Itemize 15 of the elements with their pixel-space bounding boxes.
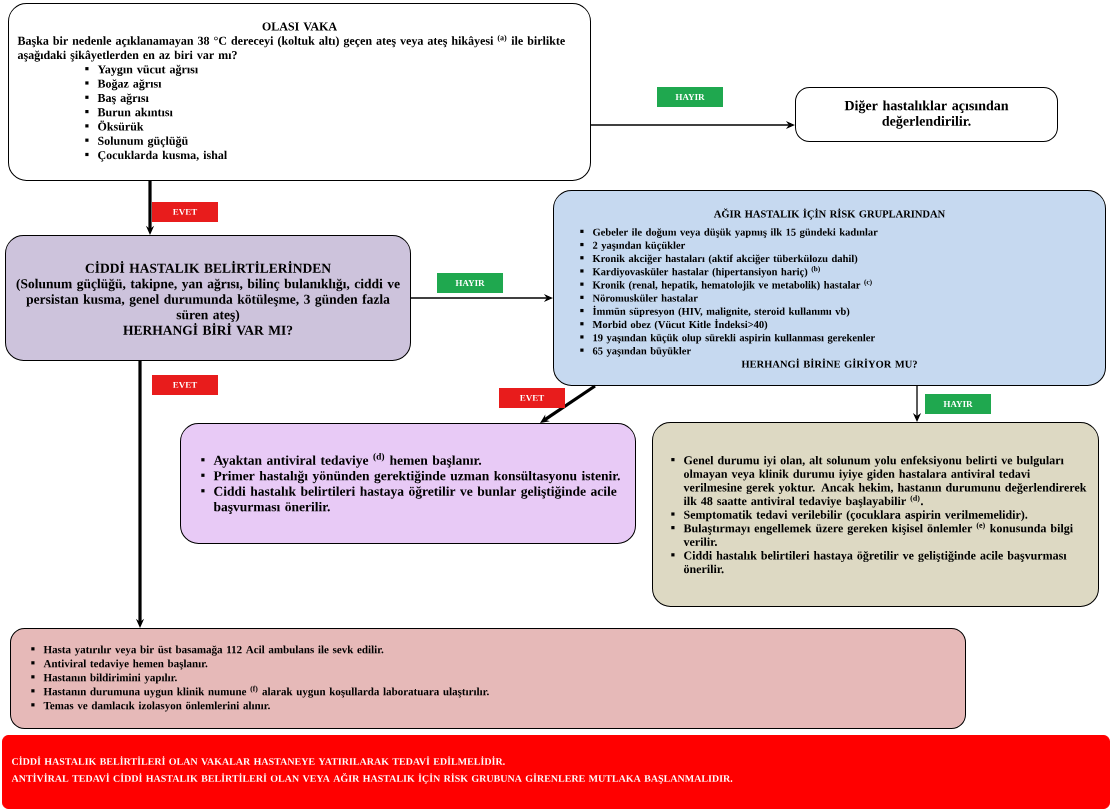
edge-label: HAYIR bbox=[437, 273, 503, 293]
arrow bbox=[540, 384, 596, 423]
process-box: Ayaktan antiviral tedaviye $^{(d)}$ hemen başlanır. Primer hastalığı yönünden gerektiğinde uzman konsültasyonu istenir. Ciddi hastalık belirtileri hastaya öğretilir ve bunlar geliştiğinde acile başvurması önerilir. bbox=[180, 423, 636, 544]
process-box: Diğer hastalıklar açısından değerlendirilir. bbox=[795, 87, 1058, 142]
edge-label: HAYIR bbox=[925, 394, 991, 414]
edge-label: EVET bbox=[499, 388, 565, 408]
edge-label: HAYIR bbox=[657, 87, 723, 107]
edge-label: EVET bbox=[152, 375, 218, 395]
decision-box: CİDDİ HASTALIK BELİRTİLERİNDEN (Solunum güçlüğü, takipne, yan ağrısı, bilinç bulanıklığı, ciddi ve persistan kusma, genel durumunda kötüleşme, 3 günden fazla süren ateş) HERHANGİ BİRİ VAR MI? bbox=[5, 235, 411, 361]
decision-box: AĞIR HASTALIK İÇİN RİSK GRUPLARINDAN Gebeler ile doğum veya düşük yapmış ilk 15 gündeki kadınlar 2 yaşından küçükler Kronik akciğer hastaları (aktif akciğer tüberkülozu dahil) Kardiyovasküler hastalar (hipertansiyon hariç) $^{(b)}$ Kronik (renal, hepatik, hematolojik ve metabolik) hastalar $^{(c)}$ Nöromusküler hastalar İmmün süpresyon (HIV, malignite, steroid kullanımı vb) Morbid obez (Vücut Kitle İndeksi>40) 19 yaşından küçük olup sürekli aspirin kullanması gerekenler 65 yaşından büyükler HERHANGİ BİRİNE GİRİYOR MU? bbox=[553, 190, 1106, 386]
decision-box: OLASI VAKA Başka bir nedenle açıklanamayan 38 °C dereceyi (koltuk altı) geçen ateş veya ateş hikâyesi $^{(a)}$ ile birlikte aşağıdaki şikâyetlerden en az biri var mı? Yaygın vücut ağrısı Boğaz ağrısı Baş ağrısı Burun akıntısı Öksürük Solunum güçlüğü Çocuklarda kusma, ishal bbox=[8, 3, 591, 181]
warning-banner: CİDDİ HASTALIK BELİRTİLERİ OLAN VAKALAR HASTANEYE YATIRILARAK TEDAVİ EDİLMELİDİR. ANTİVİRAL TEDAVİ CİDDİ HASTALIK BELİRTİLERİ OLAN VEYA AĞIR HASTALIK İÇİN RİSK GRUBUNA GİRENLERE MUTLAKA BAŞLANMALIDIR. bbox=[2, 735, 1110, 809]
edge-label: EVET bbox=[152, 202, 218, 222]
process-box: Genel durumu iyi olan, alt solunum yolu enfeksiyonu belirti ve bulguları olmayan veya klinik durumu iyiye giden hastalara antiviral tedavi verilmesine gerek yoktur. Ancak hekim, hastanın durumunu değerlendirerek ilk 48 saatte antiviral tedaviye başlayabilir $^{(d)}$. Semptomatik tedavi verilebilir (çocuklara aspirin verilmemelidir). Bulaştırmayı engellemek üzere gereken kişisel önlemler $^{(e)}$ konusunda bilgi verilir. Ciddi hastalık belirtileri hastaya öğretilir ve geliştiğinde acile başvurması önerilir. bbox=[652, 422, 1099, 607]
process-box: Hasta yatırılır veya bir üst basamağa 112 Acil ambulans ile sevk edilir. Antiviral tedaviye hemen başlanır. Hastanın bildirimini yapılır. Hastanın durumuna uygun klinik numune $^{(f)}$ alarak uygun koşullarda laboratuara ulaştırılır. Temas ve damlacık izolasyon önlemlerini alınır. bbox=[10, 628, 966, 729]
